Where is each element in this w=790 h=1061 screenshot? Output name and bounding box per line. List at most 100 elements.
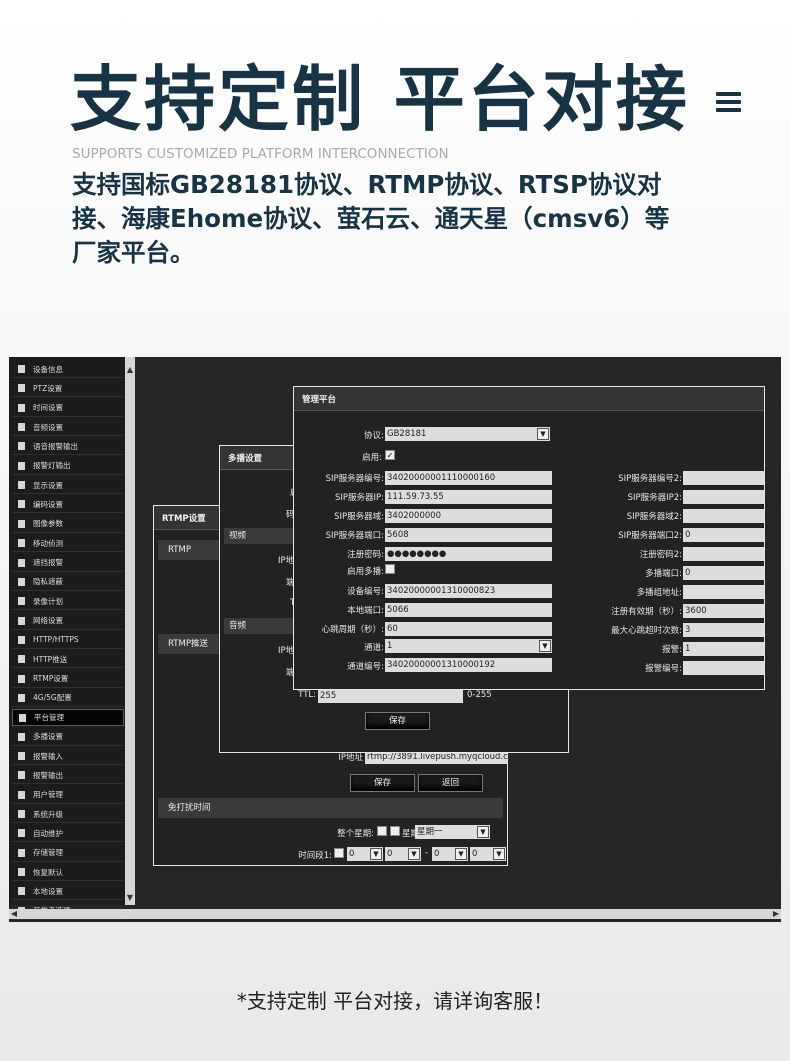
sidebar-item-label: 时间设置 <box>33 403 63 413</box>
multicast-enable-label: 启用多播: <box>347 567 384 577</box>
whole-week-checkbox[interactable] <box>377 826 387 836</box>
scroll-right-arrow-icon[interactable]: ▶ <box>772 909 780 918</box>
sidebar-item[interactable]: 移动侦测 <box>12 535 124 553</box>
sidebar-item[interactable]: 语音报警输出 <box>12 438 124 456</box>
time-select-2[interactable]: 0▼ <box>385 847 421 861</box>
footer-note: *支持定制 平台对接，请详询客服！ <box>236 989 554 1013</box>
document-icon <box>18 868 25 877</box>
protocol-select[interactable]: GB28181▼ <box>385 427 550 441</box>
document-icon <box>18 442 25 451</box>
sip-field-input[interactable]: 5608 <box>385 528 552 542</box>
secondary-field-input[interactable] <box>683 490 764 504</box>
secondary-field-input[interactable] <box>683 661 764 675</box>
scroll-down-arrow-icon[interactable]: ▼ <box>126 893 134 902</box>
secondary-field-input[interactable]: 1 <box>683 642 764 656</box>
document-icon <box>18 693 25 702</box>
sidebar-item[interactable]: 4G/5G配置 <box>12 690 124 707</box>
sidebar-item[interactable]: RTMP设置 <box>12 671 124 688</box>
sidebar-item[interactable]: 编码设置 <box>12 496 124 514</box>
rtmp-back-button[interactable]: 返回 <box>418 774 483 792</box>
rtmp-row: RTMP <box>158 540 224 560</box>
sidebar-item[interactable]: 隐私遮蔽 <box>12 574 124 591</box>
weekday-select[interactable]: 星期一▼ <box>415 825 490 839</box>
sidebar-item-label: 自动维护 <box>33 828 63 838</box>
scroll-left-arrow-icon[interactable]: ◀ <box>10 909 18 918</box>
document-icon <box>18 481 25 490</box>
device-field-input[interactable]: 34020000001310000823 <box>385 584 552 598</box>
sidebar-item[interactable]: 时间设置 <box>12 400 124 417</box>
protocol-value: GB28181 <box>387 429 427 439</box>
secondary-field-input[interactable] <box>683 509 764 523</box>
rtmp-ip-input[interactable]: rtmp://3891.livepush.myqcloud.com <box>365 750 508 764</box>
no-disturb-header: 免打扰时间 <box>158 798 503 818</box>
document-icon <box>18 597 25 606</box>
chevron-down-icon: ▼ <box>370 848 382 860</box>
sip-field-input[interactable]: 3402000000 <box>385 509 552 523</box>
channel-select[interactable]: 1▼ <box>385 639 552 653</box>
document-icon <box>18 500 25 509</box>
time-value-3: 0 <box>434 849 440 859</box>
scroll-up-arrow-icon[interactable]: ▲ <box>126 365 134 374</box>
sidebar-item[interactable]: 报警输入 <box>12 748 124 765</box>
sidebar-item[interactable]: 系统升级 <box>12 806 124 824</box>
secondary-field-input[interactable] <box>683 471 764 485</box>
sidebar-item[interactable]: 图像参数 <box>12 516 124 533</box>
document-icon <box>19 713 26 722</box>
sidebar-item[interactable]: 遮挡报警 <box>12 555 124 572</box>
device-config-screenshot: 设备信息 PTZ设置时间设置音频设置语音报警输出报警灯输出显示设置编码设置图像参数… <box>9 357 781 922</box>
horizontal-scrollbar[interactable]: ◀ ▶ <box>9 909 781 919</box>
chevron-down-icon: ▼ <box>455 848 467 860</box>
sip-field-input[interactable]: 34020000001110000160 <box>385 471 552 485</box>
secondary-field-input[interactable]: 0 <box>683 566 764 580</box>
sidebar-item[interactable]: 恢复默认 <box>12 864 124 882</box>
sidebar-item[interactable]: PTZ设置 <box>12 380 124 398</box>
sidebar-item[interactable]: 多播设置 <box>12 729 124 746</box>
sidebar-item-label: 多播设置 <box>33 732 63 742</box>
sidebar-item[interactable]: 自动维护 <box>12 825 124 843</box>
sidebar-item[interactable]: 平台管理 <box>12 709 124 727</box>
secondary-field-input[interactable] <box>683 547 764 561</box>
secondary-field-input[interactable]: 3 <box>683 623 764 637</box>
sidebar-item[interactable]: HTTP/HTTPS <box>12 632 124 649</box>
enable-checkbox[interactable]: ✓ <box>385 450 395 460</box>
sidebar-item[interactable]: 设备信息 <box>12 361 124 378</box>
device-field-input[interactable]: 60 <box>385 622 552 636</box>
sidebar-scrollbar[interactable]: ▲ ▼ <box>125 357 135 905</box>
sidebar-item[interactable]: 显示设置 <box>12 477 124 495</box>
sidebar-item[interactable]: 报警输出 <box>12 767 124 785</box>
document-icon <box>18 384 25 393</box>
sidebar-item[interactable]: HTTP推送 <box>12 651 124 669</box>
chevron-down-icon: ▼ <box>477 826 489 838</box>
sidebar-item[interactable]: 网络设置 <box>12 613 124 630</box>
time-select-4[interactable]: 0▼ <box>470 847 506 861</box>
chevron-down-icon: ▼ <box>408 848 420 860</box>
sidebar-item[interactable]: 录像计划 <box>12 593 124 611</box>
secondary-field-input[interactable] <box>683 585 764 599</box>
sidebar-item[interactable]: 音频设置 <box>12 419 124 437</box>
sidebar-item[interactable]: 本地设置 <box>12 883 124 901</box>
secondary-field-input[interactable]: 0 <box>683 528 764 542</box>
time-value-2: 0 <box>387 849 393 859</box>
secondary-field-input[interactable]: 3600 <box>683 604 764 618</box>
rtmp-save-button[interactable]: 保存 <box>350 774 415 792</box>
sidebar-item[interactable]: 报警灯输出 <box>12 458 124 475</box>
ttl-input[interactable]: 255 <box>318 689 463 703</box>
multicast-save-button[interactable]: 保存 <box>365 712 430 730</box>
multicast-enable-checkbox[interactable] <box>385 564 395 574</box>
sip-field-input[interactable]: 111.59.73.55 <box>385 490 552 504</box>
document-icon <box>18 655 25 664</box>
weekday-checkbox[interactable] <box>390 826 400 836</box>
secondary-field-label: SIP服务器IP2: <box>627 493 682 503</box>
time-select-3[interactable]: 0▼ <box>432 847 468 861</box>
time-select-1[interactable]: 0▼ <box>347 847 383 861</box>
period-checkbox[interactable] <box>334 848 344 858</box>
sip-field-input[interactable]: ●●●●●●●● <box>385 547 552 561</box>
sidebar-item[interactable]: 用户管理 <box>12 787 124 804</box>
partial-label-3: IP地 <box>278 556 295 566</box>
sidebar-item[interactable]: 存储管理 <box>12 845 124 862</box>
device-field-input[interactable]: 5066 <box>385 603 552 617</box>
hamburger-menu-icon[interactable] <box>716 92 741 112</box>
channel-no-input[interactable]: 34020000001310000192 <box>385 658 552 672</box>
document-icon <box>18 790 25 799</box>
sip-field-label: SIP服务器IP: <box>334 493 384 503</box>
